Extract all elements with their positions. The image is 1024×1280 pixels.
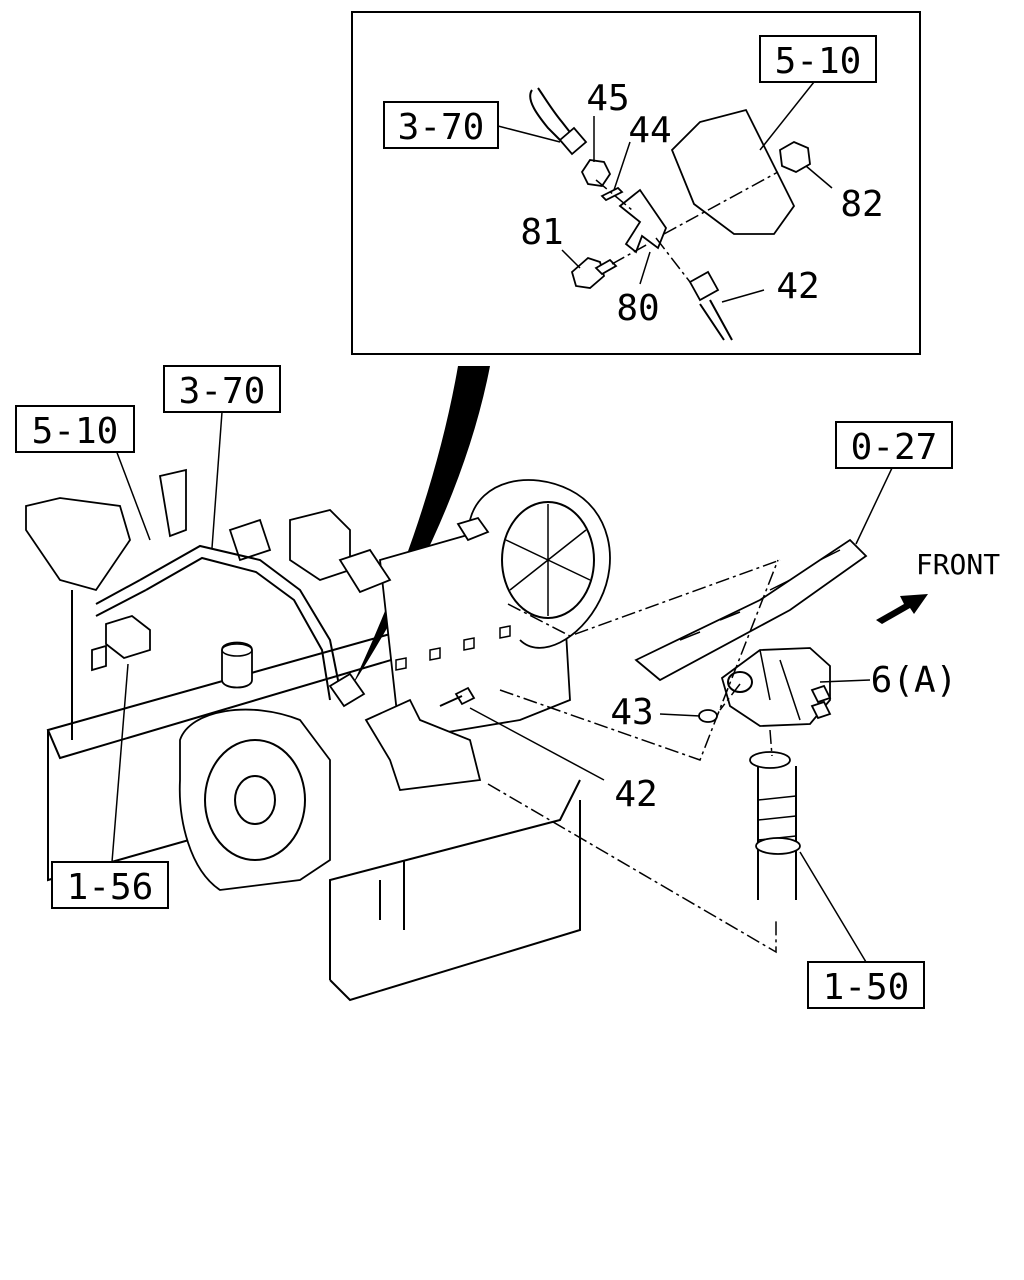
detail-pointer bbox=[352, 366, 490, 686]
ref-box-5-10-inset bbox=[759, 35, 877, 83]
bolt-42-main bbox=[454, 686, 476, 706]
ref-5-10: 5-10 bbox=[32, 411, 119, 452]
part-82-nut bbox=[779, 140, 811, 174]
inset-pipe-fitting bbox=[558, 126, 588, 156]
part-44-washer bbox=[600, 186, 624, 202]
front-arrow-icon bbox=[876, 594, 928, 624]
panel-5-10 bbox=[25, 497, 131, 592]
ref-5-10-inset: 5-10 bbox=[775, 41, 862, 82]
ref-box-1-50 bbox=[807, 961, 925, 1009]
part-82-label: 82 bbox=[840, 184, 883, 225]
ref-box-1-56 bbox=[51, 861, 169, 909]
ref-box-5-10 bbox=[15, 405, 135, 453]
part-80-label: 80 bbox=[616, 288, 659, 329]
part-81-bolt-head bbox=[570, 256, 606, 289]
part-45-nut bbox=[580, 159, 612, 187]
ref-0-27: 0-27 bbox=[851, 427, 938, 468]
washer-43 bbox=[698, 709, 718, 723]
frame-rail-lower bbox=[329, 779, 581, 980]
front-direction-label: FRONT bbox=[916, 548, 1000, 581]
inset-pipe-upper-edge bbox=[537, 87, 577, 141]
part-6A-label: 6(A) bbox=[871, 660, 958, 701]
part-44-label: 44 bbox=[628, 110, 671, 151]
ref-1-56: 1-56 bbox=[67, 867, 154, 908]
filter-canister bbox=[221, 641, 253, 689]
pipe-3-70 bbox=[139, 544, 341, 691]
hose-1-50 bbox=[757, 766, 797, 900]
ref-box-0-27 bbox=[835, 421, 953, 469]
ref-box-3-70 bbox=[163, 365, 281, 413]
ref-box-3-70-inset bbox=[383, 101, 499, 149]
part-81-label: 81 bbox=[520, 212, 563, 253]
mount-bracket bbox=[364, 698, 482, 791]
hose-clamp bbox=[749, 751, 791, 769]
part-42-label: 42 bbox=[614, 774, 657, 815]
pump-6A bbox=[720, 647, 831, 727]
part-42-label-inset: 42 bbox=[776, 266, 819, 307]
inset-frame bbox=[351, 11, 921, 355]
shaft-0-27 bbox=[634, 538, 868, 682]
part-42-wire-inset bbox=[699, 299, 733, 341]
part-43-label: 43 bbox=[610, 692, 653, 733]
part-45-label: 45 bbox=[586, 78, 629, 119]
ref-3-70: 3-70 bbox=[179, 371, 266, 412]
ref-3-70-inset: 3-70 bbox=[398, 107, 485, 148]
inset-pipe-upper bbox=[529, 89, 567, 147]
main-assembly: 5-10 3-70 0-27 1-56 1-50 6(A) 43 42 FRON… bbox=[15, 365, 1000, 1009]
part-80-bracket bbox=[618, 188, 668, 254]
part-42-sensor-inset bbox=[688, 270, 720, 302]
ref-1-50: 1-50 bbox=[823, 967, 910, 1008]
inset-panel-5-10 bbox=[670, 108, 796, 235]
switch-1-56 bbox=[105, 615, 151, 659]
part-81-bolt-shank bbox=[594, 258, 618, 276]
sensor-42 bbox=[328, 672, 366, 708]
inset-detail: 3-70 5-10 45 44 82 81 80 42 bbox=[351, 11, 921, 355]
transmission-housing bbox=[178, 708, 331, 891]
